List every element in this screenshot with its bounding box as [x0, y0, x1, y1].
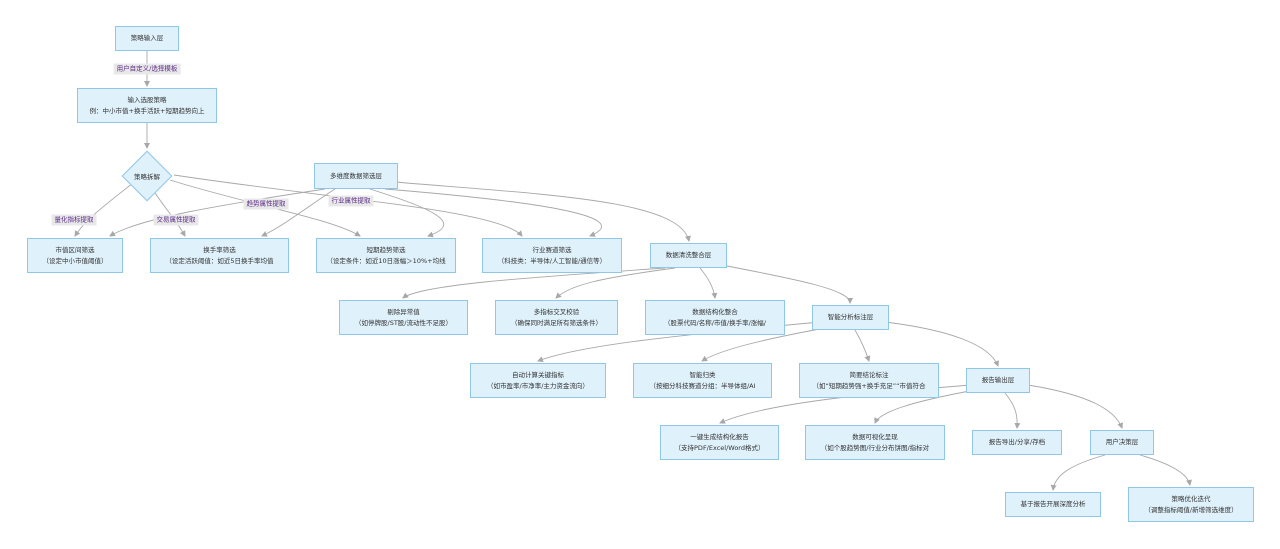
node-multi-dim-filter-layer[interactable]: 多维度数据筛选层	[314, 163, 398, 189]
node-title: 数据结构化整合	[692, 307, 738, 316]
edge-decision-to-iteration	[1139, 454, 1192, 486]
edge-cleaning-to-crossval	[555, 267, 676, 299]
edge-filter-to-sector	[384, 188, 603, 237]
node-conclusion-tagging[interactable]: 简要结论标注 （如“短期趋势强+换手充足”“市值符合	[799, 363, 939, 398]
node-label: 多维度数据筛选层	[330, 171, 382, 180]
node-label: 报告输出层	[981, 376, 1015, 384]
node-label: 数据清洗整合层	[665, 251, 712, 259]
edge-label-sector-extract: 行业属性提取	[328, 195, 374, 207]
node-input-strategy[interactable]: 输入选股策略例：中小市值+换手活跃+短期趋势向上	[77, 88, 217, 123]
node-subtitle: （科技类：半导体/人工智能/通信等）	[497, 256, 607, 265]
node-subtitle: （支持PDF/Excel/Word格式）	[674, 443, 765, 452]
node-subtitle: （设定中小市值阈值）	[42, 256, 108, 265]
node-data-visualization[interactable]: 数据可视化呈现 （如个股趋势图/行业分布饼图/指标对	[805, 425, 945, 460]
node-data-cleaning-layer[interactable]: 数据清洗整合层	[650, 243, 727, 268]
node-title: 多指标交叉校验	[533, 307, 580, 316]
node-strategy-decompose-decision[interactable]: 策略拆解	[121, 150, 173, 202]
node-label: 基于报告开展深度分析	[1020, 500, 1086, 508]
node-title: 市值区间筛选	[55, 245, 95, 254]
edge-decompose-to-marketcap	[74, 182, 134, 237]
edge-filter-to-cleaning	[394, 181, 691, 242]
node-key-metrics[interactable]: 自动计算关键指标 （如市盈率/市净率/主力资金流向）	[470, 363, 606, 398]
node-turnover-filter[interactable]: 换手率筛选 （设定活跃阈值：如近5日换手率均值	[150, 238, 289, 273]
edge-decision-to-deep	[1050, 454, 1106, 491]
edge-label-trade-extract: 交易属性提取	[153, 214, 199, 226]
node-title: 策略优化迭代	[1171, 494, 1211, 503]
node-label: 用户决策层	[1105, 438, 1139, 446]
node-strategy-iteration[interactable]: 策略优化迭代 （调整指标阈值/新增筛选维度）	[1128, 487, 1254, 522]
edge-report-to-decision	[1027, 384, 1123, 429]
node-report-export[interactable]: 报告导出/分享/存档	[972, 430, 1062, 455]
node-subtitle: （设定条件：如近10日涨幅＞10%+均线	[326, 256, 446, 265]
node-subtitle: 例：中小市值+换手活跃+短期趋势向上	[89, 106, 205, 115]
node-title: 简要结论标注	[849, 370, 889, 379]
node-subtitle: （股票代码/名称/市值/换手率/涨幅/	[664, 318, 766, 327]
node-label: 智能分析标注层	[827, 313, 874, 321]
node-generate-report[interactable]: 一键生成结构化报告 （支持PDF/Excel/Word格式）	[660, 425, 779, 460]
node-title: 短期趋势筛选	[366, 245, 406, 254]
node-title: 自动计算关键指标	[512, 370, 564, 379]
node-title: 数据可视化呈现	[852, 432, 898, 441]
edge-analysis-to-grouping	[701, 327, 826, 362]
node-report-output-layer[interactable]: 报告输出层	[966, 368, 1030, 393]
node-title: 行业赛道筛选	[532, 245, 572, 254]
node-subtitle: （如市盈率/市净率/主力资金流向）	[487, 381, 589, 390]
edge-label-quant-extract: 量化指标提取	[51, 214, 97, 226]
edge-filter-to-trend	[369, 188, 444, 238]
edge-analysis-to-conclusion	[854, 329, 871, 362]
node-smart-grouping[interactable]: 智能归类 （按细分科技赛道分组：半导体组/AI	[633, 363, 772, 398]
node-user-decision-layer[interactable]: 用户决策层	[1090, 430, 1154, 455]
edge-decompose-to-trend	[169, 179, 361, 237]
node-subtitle: （确保同时满足所有筛选条件）	[511, 318, 602, 327]
edge-report-to-export	[1004, 392, 1021, 429]
node-data-structuring[interactable]: 数据结构化整合 （股票代码/名称/市值/换手率/涨幅/	[645, 300, 785, 335]
node-sector-filter[interactable]: 行业赛道筛选 （科技类：半导体/人工智能/通信等）	[482, 238, 622, 273]
node-trend-filter[interactable]: 短期趋势筛选 （设定条件：如近10日涨幅＞10%+均线	[316, 238, 456, 273]
node-strategy-input-layer[interactable]: 策略输入层	[115, 26, 179, 51]
edge-decompose-to-sector	[173, 174, 523, 237]
node-subtitle: （如“短期趋势强+换手充足”“市值符合	[812, 381, 926, 390]
node-market-cap-filter[interactable]: 市值区间筛选 （设定中小市值阈值）	[27, 238, 123, 273]
edge-label-user-template: 用户自定义/选择模板	[113, 63, 181, 75]
edge-filter-to-marketcap	[109, 188, 326, 237]
node-subtitle: （调整指标阈值/新增筛选维度）	[1144, 505, 1238, 514]
node-subtitle: （按细分科技赛道分组：半导体组/AI	[649, 381, 756, 390]
edge-label-trend-extract: 趋势属性提取	[243, 198, 289, 210]
node-title: 剔除异常值	[387, 307, 420, 316]
node-smart-analysis-layer[interactable]: 智能分析标注层	[812, 305, 889, 330]
node-label: 策略输入层	[130, 34, 164, 42]
edge-filter-to-turnover	[261, 188, 336, 237]
node-title: 一键生成结构化报告	[690, 432, 749, 441]
node-cross-validation[interactable]: 多指标交叉校验 （确保同时满足所有筛选条件）	[495, 300, 618, 335]
node-label: 报告导出/分享/存档	[988, 438, 1046, 446]
edge-cleaning-to-structuring	[699, 267, 718, 299]
node-title: 换手率筛选	[203, 245, 236, 254]
node-deep-analysis[interactable]: 基于报告开展深度分析	[1005, 492, 1101, 517]
node-remove-outliers[interactable]: 剔除异常值 （如停牌股/ST股/流动性不足股）	[339, 300, 468, 335]
node-subtitle: （设定活跃阈值：如近5日换手率均值	[165, 256, 274, 265]
node-subtitle: （如个股趋势图/行业分布饼图/指标对	[820, 443, 930, 452]
node-subtitle: （如停牌股/ST股/流动性不足股）	[355, 318, 452, 327]
edge-report-to-visualization	[874, 389, 976, 424]
edge-cleaning-to-analysis	[721, 264, 853, 304]
node-label: 策略拆解	[134, 173, 160, 181]
node-title: 输入选股策略	[127, 95, 167, 104]
edge-analysis-to-report	[884, 321, 1000, 367]
node-title: 智能归类	[689, 370, 716, 379]
